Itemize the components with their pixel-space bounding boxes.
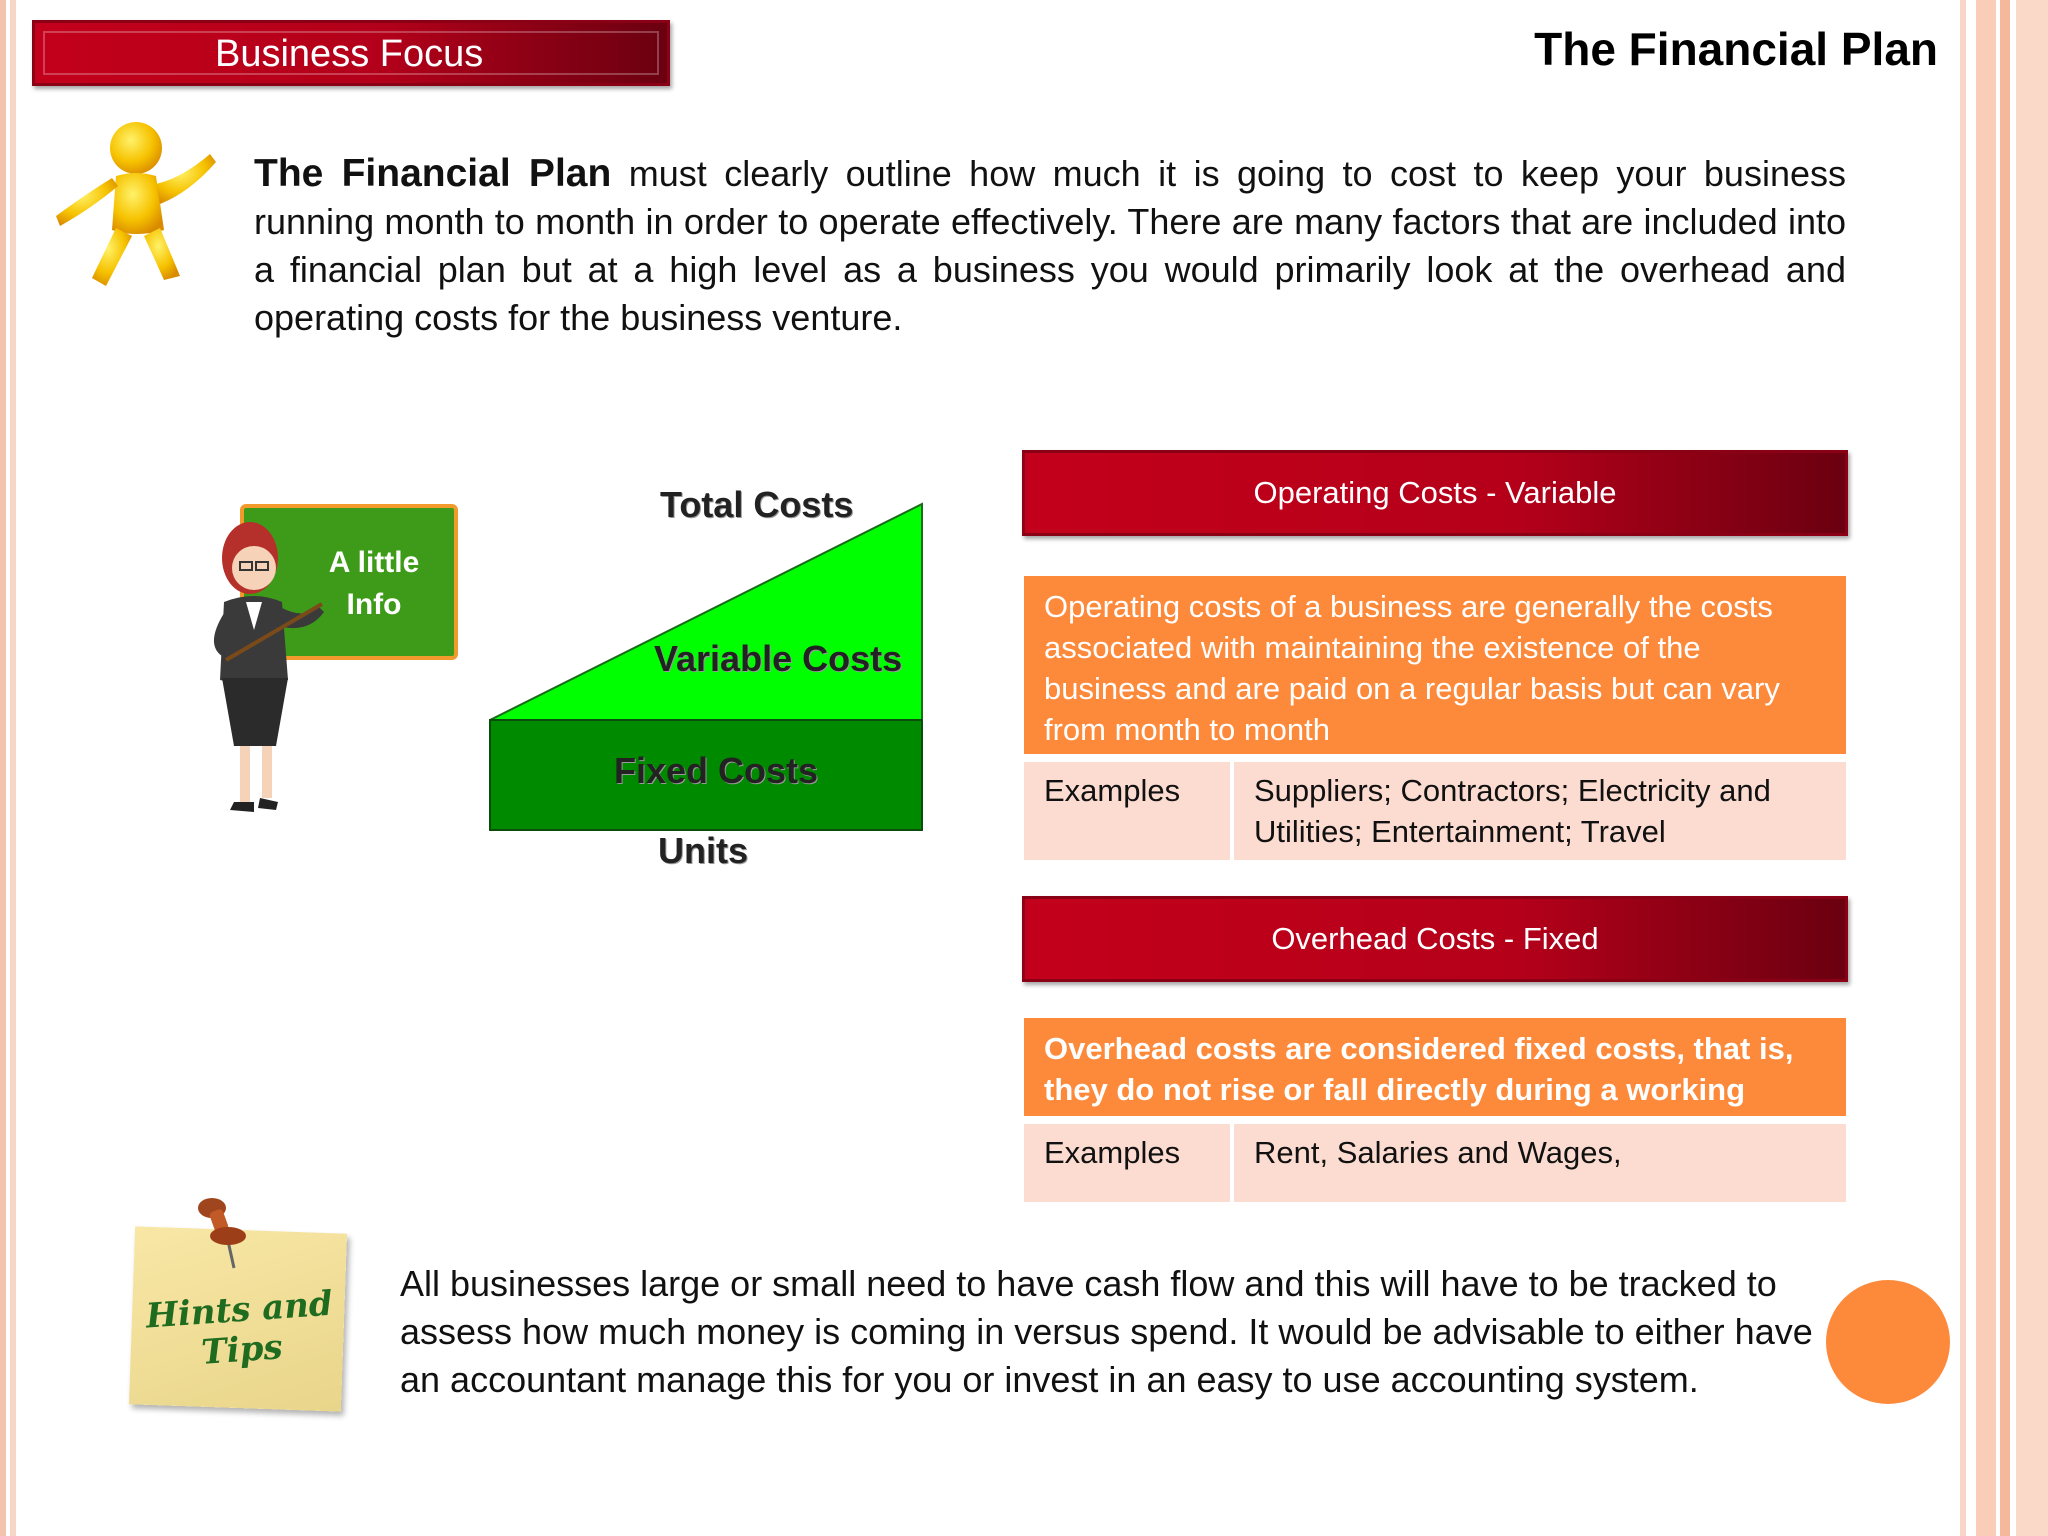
overhead-costs-header: Overhead Costs - Fixed: [1022, 896, 1848, 982]
pushpin-icon: [198, 1198, 246, 1269]
overhead-examples-label: Examples: [1024, 1124, 1230, 1202]
intro-paragraph: The Financial Plan must clearly outline …: [254, 150, 1846, 342]
operating-examples-value: Suppliers; Contractors; Electricity and …: [1234, 762, 1846, 860]
frame-stripe-left: [0, 0, 6, 1536]
section-tag: Business Focus: [32, 20, 670, 86]
frame-stripe-right-3: [2000, 0, 2010, 1536]
intro-body: must clearly outline how much it is goin…: [254, 153, 1846, 338]
overhead-examples-value: Rent, Salaries and Wages,: [1234, 1124, 1846, 1202]
frame-stripe-left-inner: [10, 0, 16, 1536]
hints-text: All businesses large or small need to ha…: [400, 1263, 1813, 1400]
decorative-circle: [1826, 1280, 1950, 1404]
fixed-costs-area: [489, 719, 923, 831]
teacher-figure-icon: [213, 522, 324, 812]
intro-lead: The Financial Plan: [254, 152, 612, 195]
info-board-line2: Info: [346, 588, 402, 621]
operating-costs-description: Operating costs of a business are genera…: [1024, 576, 1846, 754]
total-costs-label: Total Costs: [660, 484, 854, 525]
waving-person-icon: [56, 122, 216, 286]
frame-stripe-right-4: [2016, 0, 2048, 1536]
frame-stripe-right-1: [1960, 0, 1966, 1536]
overhead-costs-description: Overhead costs are considered fixed cost…: [1024, 1018, 1846, 1148]
cost-chart: [489, 502, 923, 831]
units-label: Units: [658, 830, 748, 871]
variable-costs-label: Variable Costs: [654, 638, 903, 679]
variable-costs-area: [489, 502, 923, 721]
operating-costs-header: Operating Costs - Variable: [1022, 450, 1848, 536]
info-board-line1: A little: [328, 546, 420, 579]
frame-stripe-right-2: [1976, 0, 1996, 1536]
section-tag-label: Business Focus: [215, 33, 484, 75]
fixed-costs-label: Fixed Costs: [614, 750, 819, 791]
operating-examples-label: Examples: [1024, 762, 1230, 860]
page-title: The Financial Plan: [1534, 23, 1938, 75]
hints-note-label: Hints and Tips: [144, 1283, 334, 1373]
